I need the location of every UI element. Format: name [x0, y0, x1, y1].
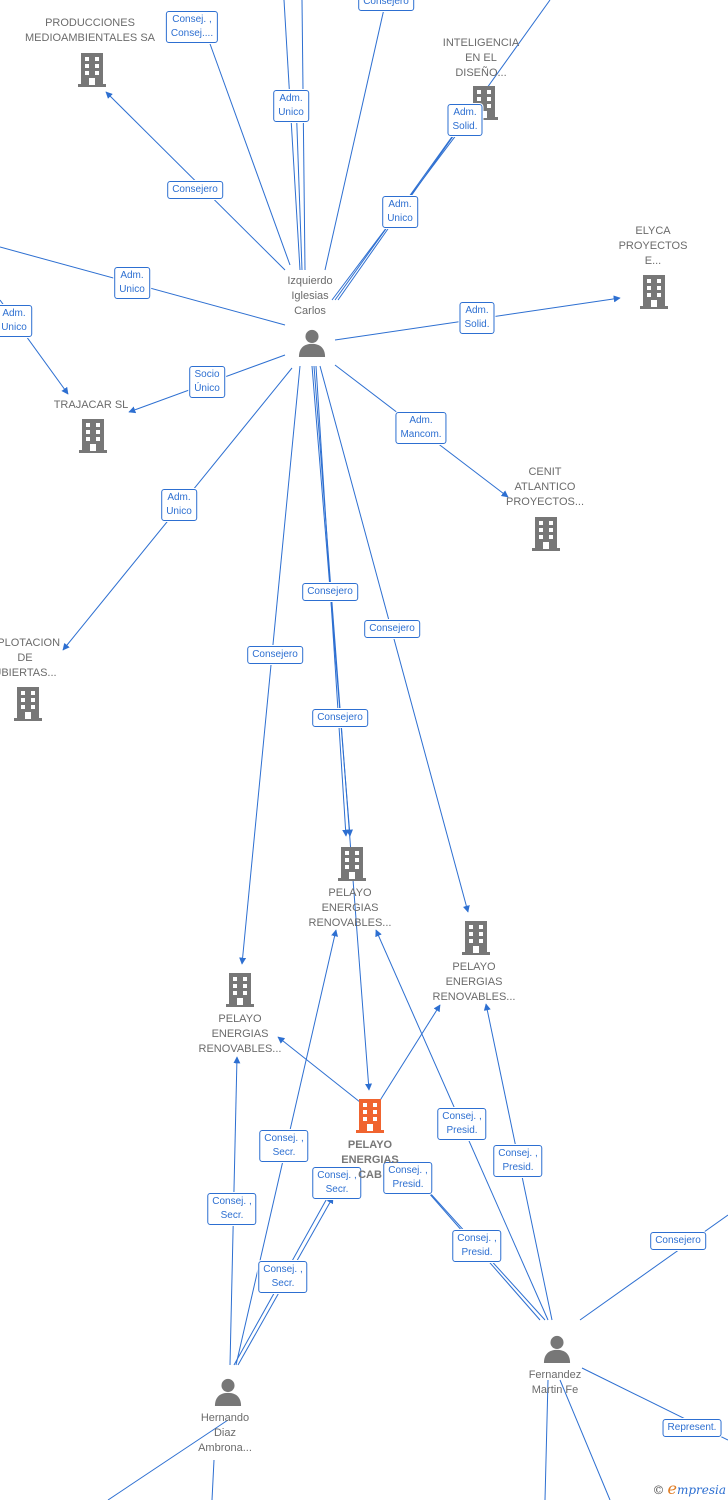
edge-label-fern-pel3[interactable]: Consej. , Presid.: [493, 1145, 543, 1177]
node-label-pel3[interactable]: PELAYO ENERGIAS RENOVABLES...: [432, 961, 516, 1003]
edge-label-izq-trajacar[interactable]: Socio Único: [189, 366, 225, 398]
empresia-watermark[interactable]: ©empresia: [652, 1479, 726, 1498]
building-icon-pel2[interactable]: [226, 973, 254, 1007]
edge-label-izq-elyca[interactable]: Adm. Solid.: [459, 302, 495, 334]
edge-label-izq-explot[interactable]: Adm. Unico: [161, 489, 197, 521]
edge-label-izq-intel[interactable]: Adm. Solid.: [447, 104, 483, 136]
node-label-intel[interactable]: INTELIGENCIA EN EL DISEÑO...: [442, 37, 520, 79]
node-label-produc[interactable]: PRODUCCIONES MEDIOAMBIENTALES SA: [25, 17, 155, 44]
node-label-pel2[interactable]: PELAYO ENERGIAS RENOVABLES...: [198, 1013, 282, 1055]
brand-initial: e: [667, 1479, 677, 1498]
person-icon-izq[interactable]: [298, 329, 326, 357]
edge-offscreen-0: [544, 1379, 549, 1500]
edge-offscreen-2: [107, 1419, 229, 1500]
edge-izq-top1: [283, 0, 301, 271]
copyright-symbol: ©: [652, 1483, 665, 1497]
edge-label-left2-trajacar[interactable]: Adm. Unico: [0, 305, 32, 337]
node-label-izq[interactable]: Izquierdo Iglesias Carlos: [287, 275, 333, 317]
building-icon-trajacar[interactable]: [79, 419, 107, 453]
edge-label-izq-cenit[interactable]: Adm. Mancom.: [395, 412, 447, 444]
node-label-trajacar[interactable]: TRAJACAR SL: [53, 399, 129, 411]
edge-label-izq-top2[interactable]: Adm. Unico: [273, 90, 309, 122]
building-icon-explot[interactable]: [14, 687, 42, 721]
edge-izq-pel1: [315, 365, 350, 837]
edge-izq-pel3: [319, 365, 470, 913]
edge-pelfocus-pel2: [277, 1036, 371, 1111]
building-icon-cenit[interactable]: [532, 517, 560, 551]
node-label-hern[interactable]: Hernando Diaz Ambrona...: [198, 1412, 252, 1454]
edge-label-izq-pel3[interactable]: Consejero: [364, 620, 420, 638]
edge-offscreen-3: [211, 1459, 215, 1500]
building-icon-pelfocus[interactable]: [356, 1099, 384, 1133]
edge-izq-top5: [334, 0, 551, 301]
edge-label-izq-top3[interactable]: Consej. , Consej....: [165, 11, 219, 43]
edge-label-fern-right1[interactable]: Consejero: [650, 1232, 706, 1250]
edge-label-fern-pel1[interactable]: Consej. , Presid.: [437, 1108, 487, 1140]
node-label-pel1[interactable]: PELAYO ENERGIAS RENOVABLES...: [308, 887, 392, 929]
edge-label-izq-left1[interactable]: Adm. Unico: [114, 267, 150, 299]
node-label-elyca[interactable]: ELYCA PROYECTOS E...: [618, 225, 688, 267]
edge-label-fern-pelfocus[interactable]: Consej. , Presid.: [452, 1230, 502, 1262]
edge-izq-top2: [295, 99, 303, 271]
node-label-pelfocus[interactable]: PELAYO ENERGIAS CAB: [341, 1139, 399, 1181]
building-icon-elyca[interactable]: [640, 275, 668, 309]
edge-izq-pelfocus: [313, 365, 373, 1091]
brand-name: mpresia: [676, 1483, 726, 1497]
edge-offscreen-1: [559, 1379, 611, 1500]
edge-label-izq-pel2[interactable]: Consejero: [247, 646, 303, 664]
edge-label-izq-produc[interactable]: Consejero: [167, 181, 223, 199]
edge-fern-right1: [579, 1214, 728, 1321]
building-icon-produc[interactable]: [78, 53, 106, 87]
building-icon-pel3[interactable]: [462, 921, 490, 955]
edge-label-izq-pel1[interactable]: Consejero: [302, 583, 358, 601]
node-label-cenit[interactable]: CENIT ATLANTICO PROYECTOS...: [505, 466, 585, 508]
edge-label-izq-top4[interactable]: Consejero: [358, 0, 414, 11]
edge-label-izq-intel[interactable]: Adm. Unico: [382, 196, 418, 228]
edge-izq-top2: [301, 0, 306, 271]
edge-izq-top3: [204, 29, 291, 266]
building-icon-pel1[interactable]: [338, 847, 366, 881]
person-icon-fern[interactable]: [543, 1335, 571, 1363]
edge-label-izq-pel1[interactable]: Consejero: [312, 709, 368, 727]
node-label-fern[interactable]: Fernandez Martin Fe: [528, 1369, 582, 1396]
person-icon-hern[interactable]: [214, 1378, 242, 1406]
edge-label-hern-pelfocus[interactable]: Consej. , Secr.: [258, 1261, 308, 1293]
edge-pelfocus-pel3: [373, 1004, 441, 1111]
node-label-explot[interactable]: XPLOTACION DE UBIERTAS...: [0, 637, 61, 679]
edge-label-hern-pel1[interactable]: Consej. , Secr.: [259, 1130, 309, 1162]
edge-label-hern-pel2[interactable]: Consej. , Secr.: [207, 1193, 257, 1225]
edge-label-fern-pelfocus[interactable]: Consej. , Presid.: [383, 1162, 433, 1194]
edge-izq-top4: [324, 0, 387, 271]
edge-label-fern-right2[interactable]: Represent.: [662, 1419, 722, 1437]
edge-label-hern-pelfocus[interactable]: Consej. , Secr.: [312, 1167, 362, 1199]
edge-izq-pel2: [239, 365, 301, 965]
